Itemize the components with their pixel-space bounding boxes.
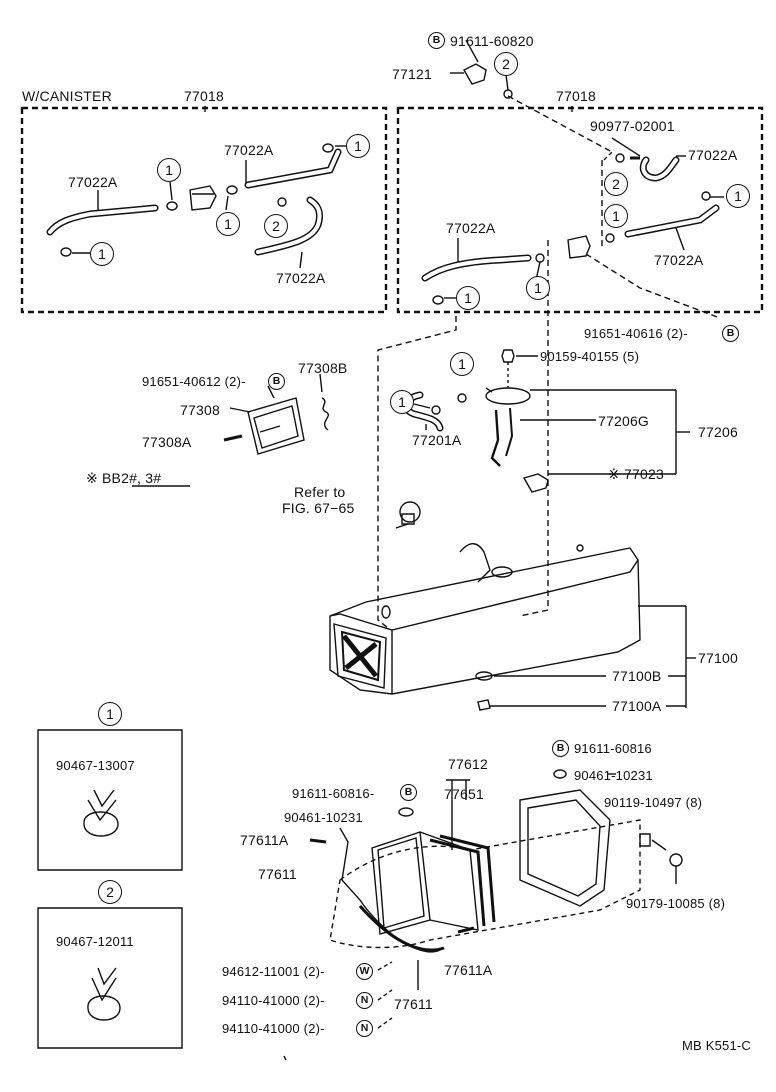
fuel-sender-gauge-77206G xyxy=(486,388,530,404)
part-77022A: 77022A xyxy=(276,270,326,286)
part-77022A: 77022A xyxy=(446,220,496,236)
nut-90179-10085 xyxy=(670,854,682,866)
part-77611: 77611 xyxy=(258,866,297,882)
part-90179-10085: 90179-10085 (8) xyxy=(626,896,726,911)
fuel-cap xyxy=(400,502,420,522)
part-77023: ※ 77023 xyxy=(608,466,664,482)
part-77100B: 77100B xyxy=(612,668,662,684)
marker-1: 1 xyxy=(604,204,628,228)
figure-code: MB K551-C xyxy=(682,1038,751,1053)
part-77611A: 77611A xyxy=(444,962,493,978)
bolt-77611A-right xyxy=(458,928,474,932)
marker-b: B xyxy=(552,740,569,757)
marker-b: B xyxy=(268,373,285,390)
marker-1: 1 xyxy=(216,212,240,236)
marker-b: B xyxy=(400,784,417,801)
marker-2: 2 xyxy=(494,52,518,76)
part-77308: 77308 xyxy=(180,402,220,418)
clip-detail-box-1 xyxy=(38,730,182,870)
clamp-77121 xyxy=(464,64,486,84)
part-77206G: 77206G xyxy=(598,413,650,429)
part-90467-12011: 90467-12011 xyxy=(56,934,134,949)
w-canister-label: W/CANISTER xyxy=(22,88,112,104)
marker-1: 1 xyxy=(157,158,181,182)
marker-1: 1 xyxy=(390,390,414,414)
part-91651-40616: 91651-40616 (2)- xyxy=(584,326,688,341)
figure-reference: FIG. 67−65 xyxy=(282,500,355,516)
bolt-90119-10497 xyxy=(640,834,650,846)
marker-1: 1 xyxy=(526,276,550,300)
tank-protector-assembly xyxy=(330,790,640,952)
part-91611-60816: 91611-60816- xyxy=(292,786,375,801)
part-77100: 77100 xyxy=(698,650,738,666)
marker-1: 1 xyxy=(726,184,750,208)
part-90461-10231: 90461-10231 xyxy=(574,768,653,783)
canister-group-box-right xyxy=(398,108,762,312)
marker-2: 2 xyxy=(604,172,628,196)
marker-b: B xyxy=(722,325,739,342)
part-77206: 77206 xyxy=(698,424,738,440)
part-90119-10497: 90119-10497 (8) xyxy=(604,795,703,810)
marker-1: 1 xyxy=(450,352,474,376)
clip-90467-13007 xyxy=(84,790,118,836)
part-77651: 77651 xyxy=(444,786,484,802)
marker-1: 1 xyxy=(90,242,114,266)
part-77018-left: 77018 xyxy=(184,88,224,104)
canister-group-box-left xyxy=(22,108,386,312)
part-77100A: 77100A xyxy=(612,698,662,714)
marker-b: B xyxy=(428,32,445,49)
drain-bolt-77100A xyxy=(478,700,490,710)
marker-2: 2 xyxy=(264,214,288,238)
part-90467-13007: 90467-13007 xyxy=(56,758,135,773)
part-94110-41000: 94110-41000 (2)- xyxy=(222,993,325,1008)
drain-plug-77100B xyxy=(476,672,492,680)
bolt-77611A-left xyxy=(310,840,326,842)
check-valve-right xyxy=(568,236,590,258)
part-77611A: 77611A xyxy=(240,832,289,848)
marker-2: 2 xyxy=(98,880,122,904)
clip-90467-12011 xyxy=(88,968,120,1020)
part-90461-10231: 90461-10231 xyxy=(284,810,363,825)
marker-w: W xyxy=(356,963,373,980)
fuel-filter-77023 xyxy=(524,474,548,492)
part-77308B: 77308B xyxy=(298,360,348,376)
part-77018-right: 77018 xyxy=(556,88,596,104)
part-77612: 77612 xyxy=(448,756,488,772)
part-77022A: 77022A xyxy=(654,252,704,268)
spring-77308B xyxy=(322,398,328,430)
clip-detail-box-2 xyxy=(38,908,182,1048)
marker-1: 1 xyxy=(456,286,480,310)
model-note-bb2: ※ BB2#, 3# xyxy=(86,470,162,486)
marker-1: 1 xyxy=(346,134,370,158)
marker-1: 1 xyxy=(98,702,122,726)
marker-n: N xyxy=(356,1020,373,1037)
fuel-tank-77100 xyxy=(330,544,640,694)
part-90977-02001: 90977-02001 xyxy=(590,118,675,134)
part-77022A: 77022A xyxy=(68,174,118,190)
part-77201A: 77201A xyxy=(412,432,462,448)
part-94612-11001: 94612-11001 (2)- xyxy=(222,964,325,979)
part-77611: 77611 xyxy=(394,996,433,1012)
check-valve-left xyxy=(190,186,216,210)
part-91651-40612: 91651-40612 (2)- xyxy=(142,374,246,389)
part-77308A: 77308A xyxy=(142,434,192,450)
part-77121: 77121 xyxy=(392,66,432,82)
part-91611-60816: 91611-60816 xyxy=(574,741,652,756)
part-94110-41000: 94110-41000 (2)- xyxy=(222,1021,325,1036)
part-90159-40155: 90159-40155 (5) xyxy=(540,349,640,364)
part-77022A: 77022A xyxy=(224,142,274,158)
marker-n: N xyxy=(356,992,373,1009)
refer-to-label: Refer to xyxy=(294,484,346,500)
bolt-90159-40155 xyxy=(502,350,514,362)
part-77022A: 77022A xyxy=(688,147,738,163)
part-91611-60820: 91611-60820 xyxy=(450,33,534,49)
canister-door-77308 xyxy=(248,398,304,454)
